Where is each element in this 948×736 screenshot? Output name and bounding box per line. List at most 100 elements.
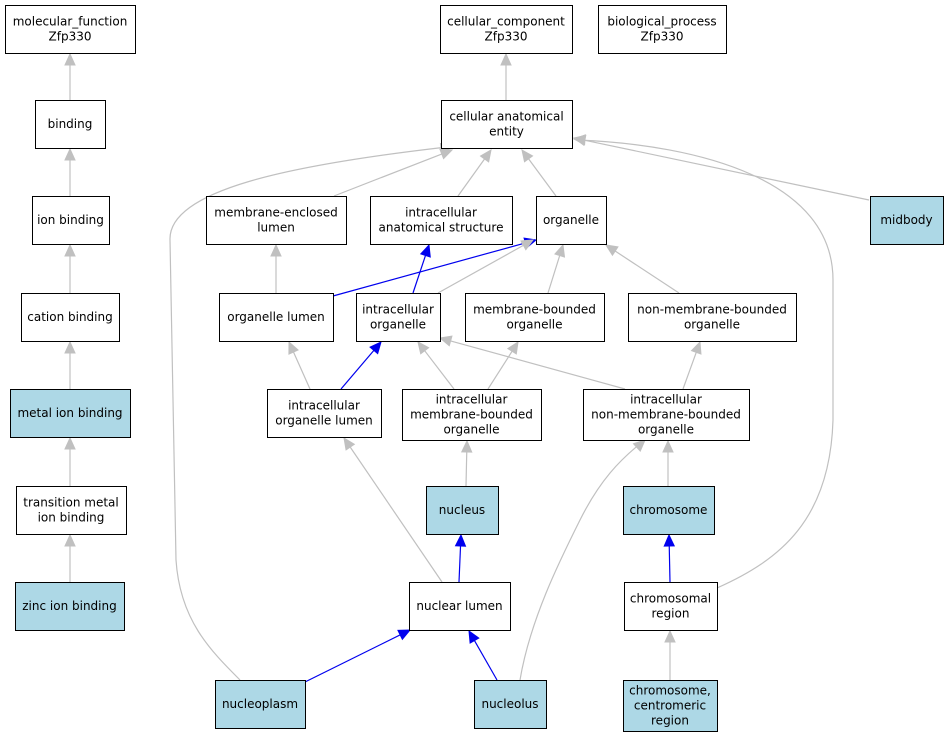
node-binding-box[interactable] xyxy=(35,100,106,149)
node-chromosomal-region-box[interactable] xyxy=(624,582,718,631)
node-intracellular-anatomical-structure-box[interactable] xyxy=(370,196,513,245)
node-membrane-bounded-organelle-box[interactable] xyxy=(465,293,605,342)
node-nucleoplasm[interactable]: nucleoplasm xyxy=(215,680,306,729)
node-molecular-function-box[interactable] xyxy=(5,5,136,54)
node-biological-process-label-line: Zfp330 xyxy=(641,30,684,44)
edge-cation-binding-to-ion-binding xyxy=(64,243,76,293)
node-chromosome[interactable]: chromosome xyxy=(623,486,715,535)
node-organelle-lumen-box[interactable] xyxy=(219,293,334,342)
node-midbody[interactable]: midbody xyxy=(870,196,944,245)
node-nucleus-box[interactable] xyxy=(426,486,499,535)
node-organelle-lumen[interactable]: organelle lumen xyxy=(219,293,334,342)
node-transition-metal-ion-binding-label-line: transition metal xyxy=(23,496,118,510)
edge-chromosomal-region-to-chromosome-arrowhead xyxy=(663,533,676,547)
node-intracellular-organelle-lumen-label-line: intracellular xyxy=(288,399,360,413)
edge-intracellular-organelle-to-organelle-line xyxy=(437,244,525,294)
edge-intracellular-organelle-to-intracellular-anatomical-structure-line xyxy=(412,254,427,294)
node-midbody-label-line: midbody xyxy=(880,213,932,227)
edge-nucleus-to-intracellular-membrane-bounded-organelle-arrowhead xyxy=(460,439,473,453)
node-intracellular-organelle-box[interactable] xyxy=(356,293,441,342)
edge-nucleolus-to-nuclear-lumen-arrowhead xyxy=(468,629,480,644)
node-ion-binding-box[interactable] xyxy=(32,196,110,245)
node-metal-ion-binding-box[interactable] xyxy=(10,389,131,438)
node-nucleolus-box[interactable] xyxy=(474,680,547,729)
edge-ion-binding-to-binding-arrowhead xyxy=(64,147,76,161)
node-metal-ion-binding-label-line: metal ion binding xyxy=(17,406,122,420)
edge-intracellular-non-membrane-bounded-organelle-to-intracellular-organelle-arrowhead xyxy=(438,335,453,347)
node-cellular-component-box[interactable] xyxy=(440,5,573,54)
edge-organelle-to-cellular-anatomical-entity xyxy=(521,149,557,197)
node-chromosome-centromeric-region-box[interactable] xyxy=(623,680,718,732)
node-nuclear-lumen[interactable]: nuclear lumen xyxy=(409,582,511,631)
node-zinc-ion-binding-label-line: zinc ion binding xyxy=(22,599,116,613)
node-membrane-enclosed-lumen-box[interactable] xyxy=(206,196,347,245)
node-cellular-anatomical-entity-box[interactable] xyxy=(441,100,573,149)
node-zinc-ion-binding-box[interactable] xyxy=(15,582,125,631)
edge-chromosomal-region-to-cellular-anatomical-entity-arrowhead xyxy=(572,134,586,146)
edge-metal-ion-binding-to-cation-binding-arrowhead xyxy=(64,340,76,354)
node-cellular-component-label-line: Zfp330 xyxy=(485,30,528,44)
node-binding-label-line: binding xyxy=(48,117,93,131)
node-chromosome-centromeric-region-label-line: region xyxy=(651,714,689,728)
node-membrane-enclosed-lumen-label-line: lumen xyxy=(257,221,295,235)
node-transition-metal-ion-binding-box[interactable] xyxy=(16,486,127,535)
node-chromosome-label-line: chromosome xyxy=(630,503,708,517)
node-nucleolus[interactable]: nucleolus xyxy=(474,680,547,729)
node-nucleus[interactable]: nucleus xyxy=(426,486,499,535)
node-cation-binding-label-line: cation binding xyxy=(27,310,112,324)
edge-nuclear-lumen-to-intracellular-organelle-lumen-arrowhead xyxy=(343,437,356,451)
node-intracellular-non-membrane-bounded-organelle-box[interactable] xyxy=(583,389,750,441)
node-organelle-box[interactable] xyxy=(536,196,607,245)
node-ion-binding[interactable]: ion binding xyxy=(32,196,110,245)
edge-intracellular-non-membrane-bounded-organelle-to-intracellular-organelle-line xyxy=(449,340,626,390)
node-nucleoplasm-box[interactable] xyxy=(215,680,306,729)
node-nucleolus-label-line: nucleolus xyxy=(481,697,538,711)
edge-ion-binding-to-binding xyxy=(64,147,76,196)
node-metal-ion-binding[interactable]: metal ion binding xyxy=(10,389,131,438)
node-intracellular-organelle-lumen-box[interactable] xyxy=(267,389,382,438)
node-midbody-box[interactable] xyxy=(870,196,944,245)
edge-organelle-lumen-to-membrane-enclosed-lumen-arrowhead xyxy=(270,243,282,257)
edge-chromosomal-region-to-cellular-anatomical-entity-line xyxy=(577,139,834,589)
node-chromosome-centromeric-region-label-line: chromosome, xyxy=(629,684,711,698)
edge-intracellular-anatomical-structure-to-cellular-anatomical-entity-arrowhead xyxy=(479,149,492,163)
node-chromosome-box[interactable] xyxy=(623,486,715,535)
node-intracellular-non-membrane-bounded-organelle[interactable]: intracellularnon-membrane-boundedorganel… xyxy=(583,389,750,441)
node-membrane-enclosed-lumen-label-line: membrane-enclosed xyxy=(214,206,338,220)
edge-cation-binding-to-ion-binding-arrowhead xyxy=(64,243,76,257)
nodes-layer: molecular_functionZfp330cellular_compone… xyxy=(5,5,944,732)
edge-intracellular-non-membrane-bounded-organelle-to-non-membrane-bounded-organelle xyxy=(682,340,702,390)
edge-nucleolus-to-intracellular-non-membrane-bounded-organelle xyxy=(519,439,646,681)
node-intracellular-membrane-bounded-organelle-label-line: intracellular xyxy=(436,393,508,407)
node-biological-process-label-line: biological_process xyxy=(607,15,716,29)
node-biological-process-box[interactable] xyxy=(598,5,727,54)
node-intracellular-membrane-bounded-organelle-box[interactable] xyxy=(402,389,542,441)
node-cation-binding[interactable]: cation binding xyxy=(21,293,120,342)
node-zinc-ion-binding[interactable]: zinc ion binding xyxy=(15,582,125,631)
node-organelle[interactable]: organelle xyxy=(536,196,607,245)
edge-nucleolus-to-intracellular-non-membrane-bounded-organelle-line xyxy=(519,442,642,681)
node-nuclear-lumen-box[interactable] xyxy=(409,582,511,631)
node-non-membrane-bounded-organelle-box[interactable] xyxy=(628,293,797,342)
node-intracellular-organelle-label-line: intracellular xyxy=(362,303,434,317)
edge-nuclear-lumen-to-nucleus xyxy=(454,533,467,583)
node-binding[interactable]: binding xyxy=(35,100,106,149)
node-chromosomal-region-label-line: region xyxy=(652,607,690,621)
edge-intracellular-membrane-bounded-organelle-to-intracellular-organelle-line xyxy=(423,349,455,390)
node-cation-binding-box[interactable] xyxy=(21,293,120,342)
node-molecular-function-label-line: molecular_function xyxy=(13,15,128,29)
